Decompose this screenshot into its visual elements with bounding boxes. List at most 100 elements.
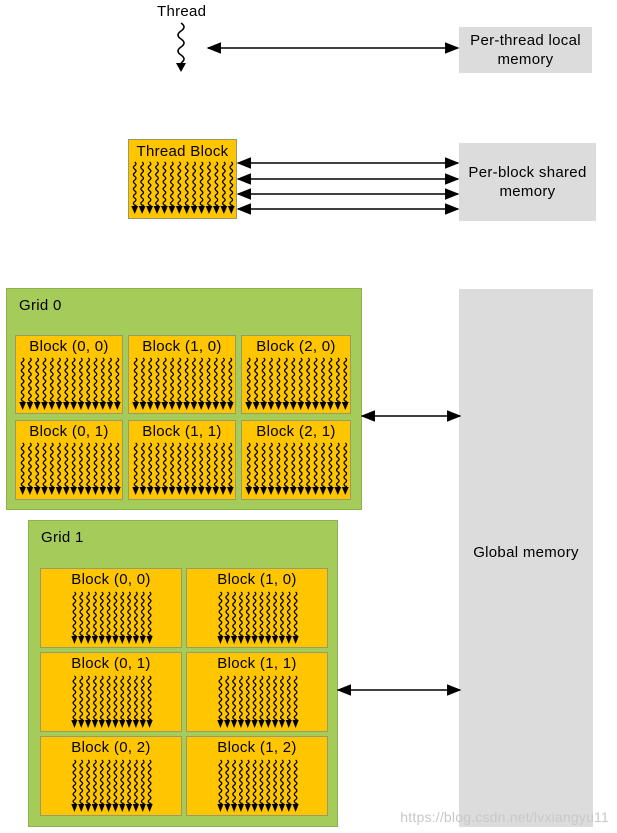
thread-wave [100,442,105,488]
thread-wave [199,161,204,207]
thread-arrowhead [168,487,176,495]
thread-arrowhead [105,636,112,644]
thread-arrowhead [212,402,220,410]
thread-arrowhead [217,804,224,812]
thread-wave [140,591,145,637]
thread-wave [269,442,273,488]
thread-wave [291,357,296,403]
thread-arrowhead [139,487,147,495]
thread-wave [170,442,175,488]
thread-arrowhead [146,402,154,410]
thread-wave [298,357,303,403]
thread-arrowhead [278,720,286,728]
thread-arrowhead [217,720,224,728]
thread-arrowhead [154,402,161,410]
thread-wave [72,591,77,637]
thread-wave [140,759,145,805]
thread-wave [20,442,25,488]
thread-wave [293,759,298,805]
thread-wave [177,161,182,207]
thread-arrowhead [327,402,334,410]
thread-wave [162,357,167,403]
grid-0-block: Block (0, 0) [15,335,123,414]
grid-0-block: Block (2, 1) [241,420,351,500]
thread-arrowhead [139,804,146,812]
thread-arrowhead [292,636,299,644]
thread-arrowhead [265,720,272,728]
thread-wave [120,759,125,805]
thread-arrowhead [132,720,140,728]
thread-wave [184,357,189,403]
block-label: Block (0, 1) [29,423,109,440]
thread-wave [306,442,311,488]
global-memory-label: Global memory [473,543,579,561]
thread-arrowhead [77,487,85,495]
thread-wave [132,161,137,207]
thread-arrowhead [92,487,99,495]
thread-arrowhead [219,402,227,410]
thread-arrowhead [271,720,279,728]
per-block-shared-memory-label: Per-block shared memory [468,164,587,200]
thread-wave [269,357,273,403]
block-threads-icon [19,357,121,410]
thread-wave [246,357,251,403]
thread-arrowhead [217,636,224,644]
block-label: Block (0, 2) [71,739,151,756]
thread-arrowhead [132,636,140,644]
thread-arrowhead [237,804,245,812]
thread-wave [86,675,91,721]
thread-arrowhead [41,402,48,410]
thread-block: Thread Block [128,139,237,219]
thread-wave [321,442,325,488]
thread-wave [113,759,118,805]
thread-wave [252,591,257,637]
grid-0: Grid 0 Block (0, 0) Block (1, 0) Block (… [6,288,362,510]
thread-wave [229,161,234,207]
thread-wave [92,759,97,805]
thread-arrowhead [146,206,153,214]
thread-wave [99,675,104,721]
thread-arrowhead [55,487,63,495]
thread-wave [286,591,291,637]
thread-wave [321,357,325,403]
thread-wave [221,357,226,403]
thread-arrowhead [84,402,92,410]
thread-wave [199,442,204,488]
thread-arrowhead [105,804,112,812]
thread-wave [57,357,62,403]
thread-arrowhead [175,206,183,214]
thread-arrowhead [132,402,139,410]
thread-wave [261,442,266,488]
thread-arrowhead [98,636,105,644]
thread-arrowhead [341,402,349,410]
thread-arrowhead [227,206,235,214]
thread-wave [27,442,32,488]
grid-0-block: Block (2, 0) [241,335,351,414]
thread-arrowhead [161,487,169,495]
thread-arrowhead [125,720,133,728]
thread-arrowhead [278,804,286,812]
thread-arrowhead [213,206,220,214]
thread-arrowhead [230,804,238,812]
thread-arrowhead [244,804,251,812]
block-threads-icon [217,759,299,812]
thread-arrowhead [146,720,153,728]
thread-arrowhead [275,487,282,495]
thread-wave [79,759,84,805]
block-threads-icon [217,591,299,644]
grid-1-block: Block (0, 0) [40,568,182,648]
grid-0-label: Grid 0 [19,297,62,314]
thread-wave [313,357,318,403]
thread-wave [254,357,259,403]
thread-arrowhead [119,804,126,812]
thread-arrowhead [205,487,212,495]
thread-arrowhead [282,402,290,410]
thread-arrowhead [154,487,161,495]
thread-arrowhead [139,402,147,410]
thread-arrowhead [282,487,290,495]
thread-wave [252,675,257,721]
thread-wave [64,442,69,488]
thread-arrowhead [292,804,299,812]
thread-arrowhead [312,487,319,495]
